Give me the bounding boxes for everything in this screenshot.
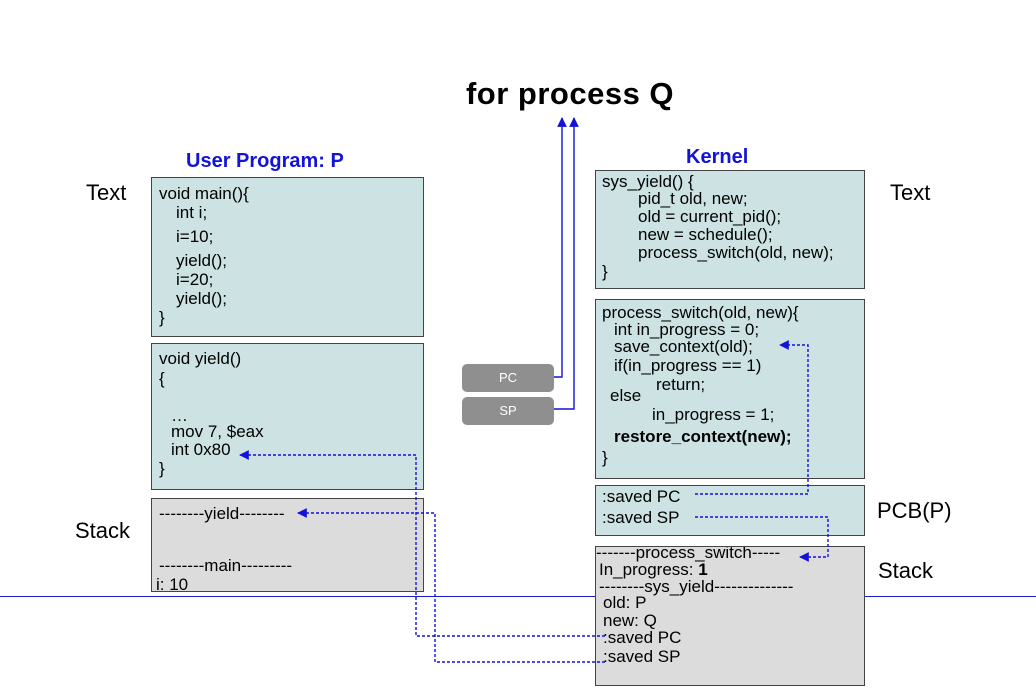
kernel-process-switch-box: process_switch(old, new){ int in_progres… (595, 299, 865, 479)
divider-line (0, 596, 1036, 597)
text-label-left: Text (86, 180, 127, 205)
code-line-restore: restore_context(new); (614, 427, 792, 446)
code-line: int in_progress = 0; (614, 320, 760, 339)
pc-register: PC (462, 364, 554, 392)
code-line: int 0x80 (171, 440, 231, 459)
stack-old: old: P (603, 593, 647, 612)
stack-frame-sys-yield: --------sys_yield-------------- (599, 577, 794, 596)
stack-label-left: Stack (75, 518, 131, 543)
code-line: if(in_progress == 1) (614, 356, 762, 375)
pcb-saved-pc: :saved PC (602, 487, 681, 506)
code-line: sys_yield() { (602, 172, 694, 191)
code-line: } (159, 459, 165, 478)
code-line: { (159, 369, 165, 388)
stack-value: i: 10 (156, 575, 189, 592)
stack-new: new: Q (603, 611, 657, 630)
saved-sp-to-yield-arrow (297, 508, 605, 663)
pcb-sp-to-stack-arrow (695, 516, 829, 562)
stack-frame-main: --------main--------- (159, 556, 293, 575)
code-line: i=20; (176, 270, 214, 289)
user-stack-box: --------yield-------- --------main------… (151, 498, 424, 592)
stack-saved-sp: :saved SP (603, 647, 681, 666)
user-yield-box: void yield() { … mov 7, $eax int 0x80 } (151, 343, 424, 490)
saved-pc-to-int80-arrow (239, 450, 605, 637)
pcb-label: PCB(P) (877, 498, 952, 523)
code-line: process_switch(old, new){ (602, 303, 799, 322)
stack-label-right: Stack (878, 558, 934, 583)
code-line: } (602, 262, 608, 281)
user-program-heading: User Program: P (186, 150, 344, 172)
sp-register: SP (462, 397, 554, 425)
code-line: in_progress = 1; (652, 405, 775, 424)
user-main-box: void main(){ int i; i=10; yield(); i=20;… (151, 177, 424, 337)
pcb-pc-to-save-context-arrow (695, 340, 809, 495)
stack-saved-pc: :saved PC (603, 628, 682, 647)
kernel-heading: Kernel (686, 146, 749, 168)
code-line: … (171, 406, 188, 425)
code-line: void yield() (159, 349, 242, 368)
pcb-saved-sp: :saved SP (602, 508, 680, 527)
stack-in-progress: In_progress: 1 (599, 560, 708, 579)
sp-up-arrow (554, 117, 579, 410)
stack-frame-process-switch: -------process_switch----- (596, 546, 781, 562)
code-line: } (159, 308, 165, 327)
code-line: return; (656, 375, 706, 394)
code-line: pid_t old, new; (638, 189, 748, 208)
code-line: process_switch(old, new); (638, 243, 834, 262)
pc-up-arrow (554, 117, 567, 378)
kernel-sys-yield-box: sys_yield() { pid_t old, new; old = curr… (595, 170, 865, 289)
code-line: void main(){ (159, 184, 249, 203)
code-line: save_context(old); (614, 337, 753, 356)
code-line: old = current_pid(); (638, 207, 782, 226)
text-label-right: Text (890, 180, 931, 205)
diagram-title: for process Q (465, 76, 675, 111)
code-line: } (602, 448, 608, 467)
code-line: else (610, 386, 642, 405)
code-line: yield(); (176, 251, 228, 270)
stack-frame-yield: --------yield-------- (159, 504, 285, 523)
code-line: mov 7, $eax (171, 422, 264, 441)
code-line: new = schedule(); (638, 225, 773, 244)
code-line: int i; (176, 203, 208, 222)
kernel-stack-box: -------process_switch----- In_progress: … (595, 546, 865, 686)
pcb-box: :saved PC :saved SP (595, 485, 865, 536)
code-line: i=10; (176, 227, 214, 246)
code-line: yield(); (176, 289, 228, 308)
